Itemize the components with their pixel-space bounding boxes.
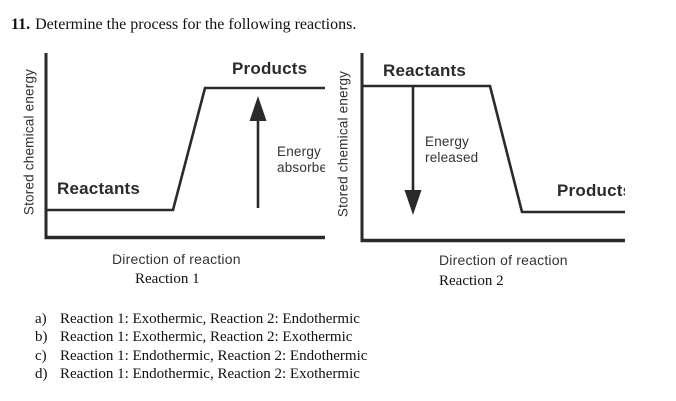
- x-axis-label: Direction of reaction: [112, 251, 241, 267]
- answer-option-d: d) Reaction 1: Endothermic, Reaction 2: E…: [35, 365, 367, 383]
- option-text: Reaction 1: Exothermic, Reaction 2: Exot…: [60, 329, 353, 346]
- answer-options: a) Reaction 1: Exothermic, Reaction 2: En…: [35, 310, 367, 384]
- diagram-1-caption: Reaction 1: [135, 271, 200, 287]
- energy-arrow-label: Energy released: [425, 134, 479, 165]
- energy-curve: [362, 84, 625, 214]
- question-number: 11.: [11, 16, 31, 33]
- energy-diagram-reaction-1: Stored chemical energy Reactants Product…: [0, 50, 325, 268]
- question-text: Determine the process for the following …: [35, 16, 357, 33]
- y-axis-label: Stored chemical energy: [335, 70, 351, 218]
- energy-diagram-reaction-2: Stored chemical energy Reactants Product…: [330, 50, 625, 268]
- energy-arrow-label: Energy absorbed: [277, 144, 325, 175]
- diagram-1-canvas: [44, 53, 325, 240]
- option-letter: c): [35, 347, 47, 364]
- products-label: Products: [232, 59, 308, 78]
- arrow-up-icon: [249, 96, 267, 208]
- energy-curve: [46, 86, 325, 212]
- question-title: 11.Determine the process for the followi…: [11, 16, 356, 34]
- answer-option-c: c) Reaction 1: Endothermic, Reaction 2: E…: [35, 347, 367, 365]
- answer-option-a: a) Reaction 1: Exothermic, Reaction 2: En…: [35, 310, 367, 328]
- products-label: Products: [557, 181, 625, 200]
- option-text: Reaction 1: Endothermic, Reaction 2: Exo…: [60, 366, 360, 383]
- option-text: Reaction 1: Endothermic, Reaction 2: End…: [60, 347, 368, 364]
- option-letter: d): [35, 366, 48, 383]
- diagram-2-caption: Reaction 2: [439, 273, 504, 289]
- answer-option-b: b) Reaction 1: Exothermic, Reaction 2: Ex…: [35, 328, 367, 346]
- option-letter: a): [35, 311, 47, 327]
- reactants-label: Reactants: [383, 61, 467, 80]
- arrow-down-icon: [404, 86, 422, 215]
- reactants-label: Reactants: [57, 179, 141, 198]
- diagram-2-canvas: [360, 53, 625, 243]
- x-axis-label: Direction of reaction: [439, 252, 568, 268]
- option-letter: b): [35, 329, 48, 346]
- y-axis-label: Stored chemical energy: [21, 68, 37, 216]
- option-text: Reaction 1: Exothermic, Reaction 2: Endo…: [60, 311, 360, 327]
